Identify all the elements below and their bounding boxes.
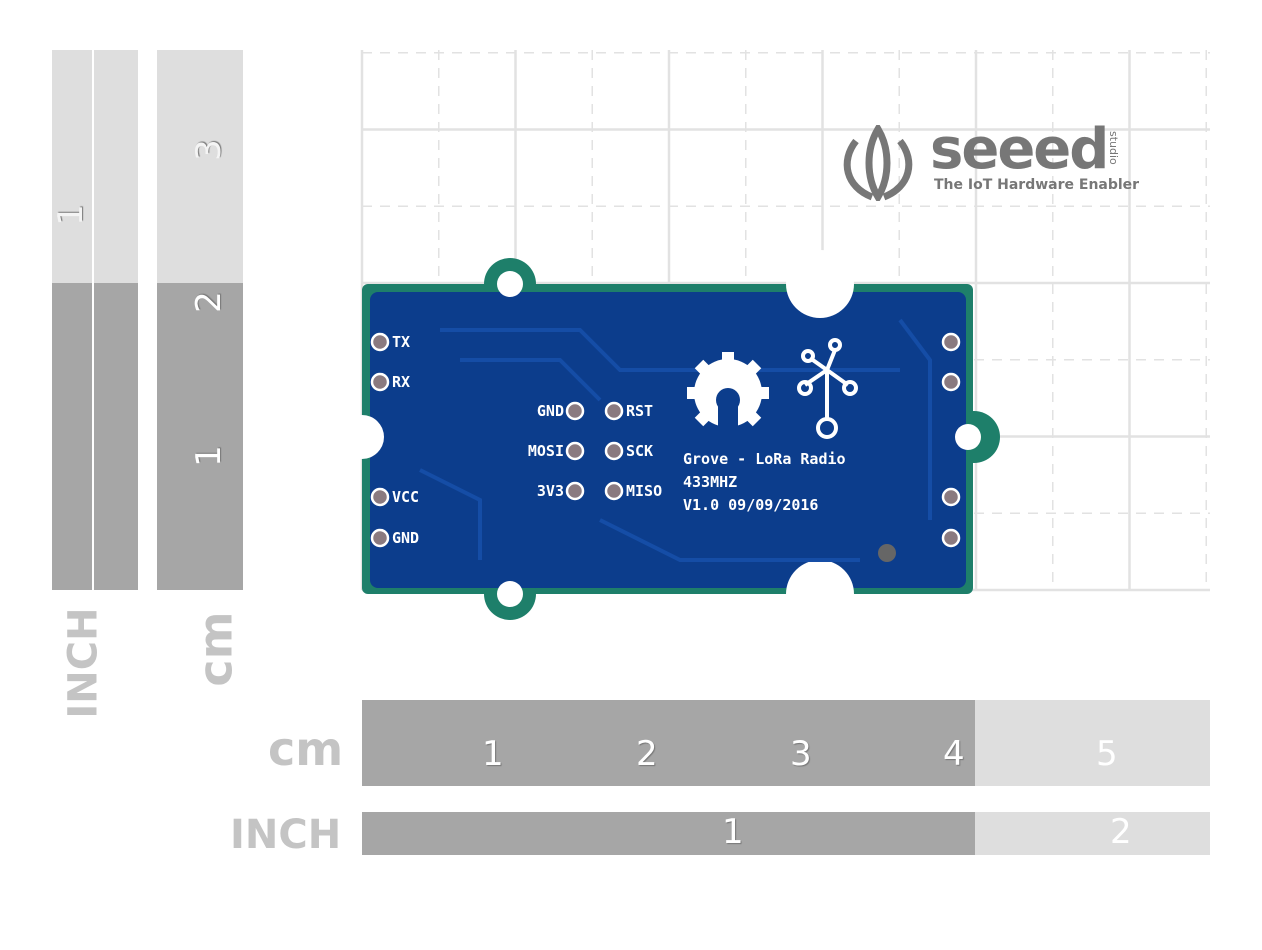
icsp-label-miso: MISO [626,482,662,500]
left-inch-ruler [52,50,138,590]
bottom-cm-number-2: 2 [636,734,658,774]
bottom-cm-number-5: 5 [1096,734,1118,774]
bottom-inch-number-2: 2 [1110,812,1132,852]
pin-pads [370,332,961,562]
pin-label-vcc: VCC [392,488,419,506]
left-cm-label: cm [188,611,243,687]
bottom-cm-number-1: 1 [482,734,504,774]
logo-sub: studio [1107,131,1120,165]
bottom-cm-number-3: 3 [790,734,812,774]
logo-brand: seeed [930,117,1109,182]
board-frequency: 433MHZ [683,473,737,491]
board-title: Grove - LoRa Radio [683,450,846,468]
icsp-label-rst: RST [626,402,653,420]
bottom-inch-ruler [362,812,1210,898]
icsp-label-3v3: 3V3 [537,482,564,500]
pcb-body [340,250,1000,628]
logo-tagline: The IoT Hardware Enabler [934,177,1140,193]
left-cm-ruler [157,50,243,590]
open-hardware-gear-icon [687,352,769,435]
left-cm-number-1: 1 [188,445,229,467]
bottom-cm-ruler [362,700,1210,786]
pin-label-tx: TX [392,333,410,351]
board-version: V1.0 09/09/2016 [683,496,818,514]
bottom-inch-label: INCH [230,812,342,858]
left-inch-label: INCH [60,607,107,719]
lora-radio-board: TX RX VCC GND GND MOSI 3V3 RST SCK MISO … [340,250,1000,628]
pin-label-gnd: GND [392,529,419,547]
bottom-cm-label: cm [268,722,344,776]
left-inch-number: 1 [50,204,91,226]
left-cm-number-3: 3 [188,139,229,161]
seeed-flame-icon [843,125,913,201]
icsp-label-mosi: MOSI [528,442,564,460]
pin-label-rx: RX [392,373,410,391]
icsp-label-sck: SCK [626,442,653,460]
icsp-label-gnd: GND [537,402,564,420]
lora-network-icon [797,338,858,439]
bottom-cm-number-4: 4 [943,734,965,774]
bottom-inch-number-1: 1 [722,812,744,852]
left-cm-number-2: 2 [188,291,229,313]
